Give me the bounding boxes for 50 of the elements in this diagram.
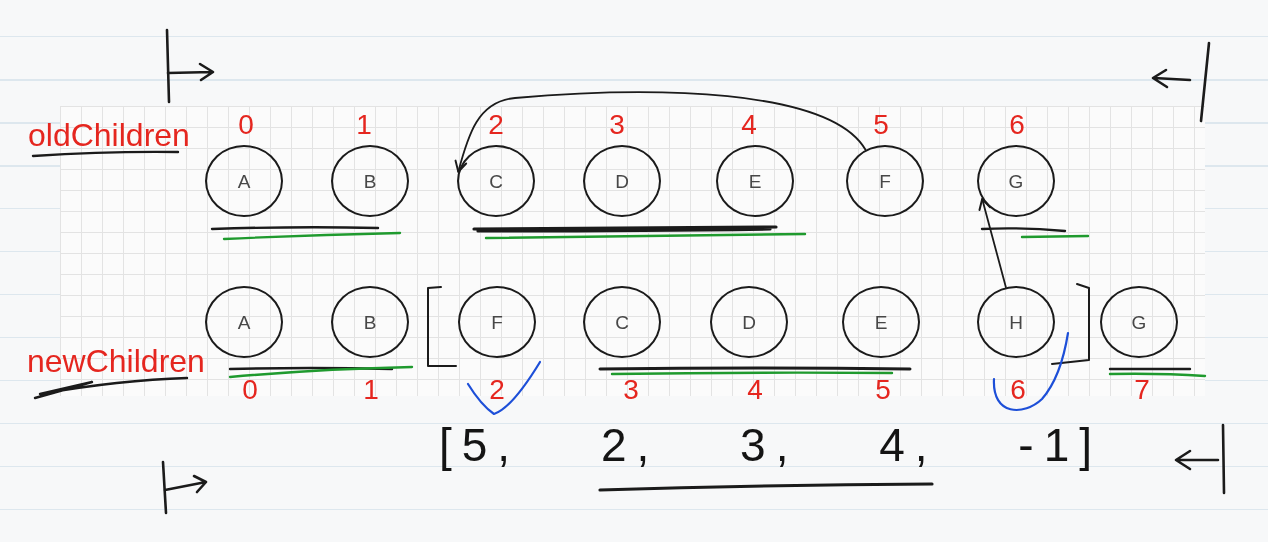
node-letter: B [363, 171, 377, 191]
index-number: 1 [356, 114, 372, 136]
arrow [454, 91, 867, 173]
node-letter: D [742, 312, 756, 332]
index-number: 5 [873, 114, 889, 136]
circle-node [716, 145, 794, 217]
node-letter: E [748, 171, 762, 191]
circle-node [331, 286, 409, 358]
node-letter: C [615, 312, 629, 332]
node-letter: D [615, 171, 629, 191]
index-number: 0 [238, 114, 254, 136]
circle-node [846, 145, 924, 217]
circle-node [331, 145, 409, 217]
array-text: [5, 2, 3, 4, -1] [439, 419, 1103, 471]
circle-node [583, 145, 661, 217]
index-number: 5 [875, 379, 891, 401]
circle-node [842, 286, 920, 358]
node-letter: C [489, 171, 503, 191]
index-number: 0 [242, 379, 258, 401]
circle-node [458, 286, 536, 358]
node-letter: A [237, 312, 251, 332]
node-letter: H [1009, 312, 1023, 332]
circle-node [457, 145, 535, 217]
index-number: 6 [1009, 114, 1025, 136]
arrow [978, 198, 1007, 289]
row-name: oldChildren [28, 117, 190, 153]
index-number: 3 [623, 379, 639, 401]
row-name: newChildren [27, 343, 205, 379]
circle-node [205, 145, 283, 217]
circle-node [583, 286, 661, 358]
node-letter: F [879, 171, 891, 191]
node-letter: A [237, 171, 251, 191]
circle-node [977, 145, 1055, 217]
node-letter: B [363, 312, 377, 332]
index-number: 4 [741, 114, 757, 136]
node-letter: G [1008, 171, 1024, 191]
index-number: 3 [609, 114, 625, 136]
index-number: 2 [488, 114, 504, 136]
index-number: 7 [1134, 379, 1150, 401]
index-number: 4 [747, 379, 763, 401]
index-number: 1 [363, 379, 379, 401]
node-letter: E [874, 312, 888, 332]
index-number: 2 [489, 379, 505, 401]
index-number: 6 [1010, 379, 1026, 401]
circle-node [1100, 286, 1178, 358]
node-letter: G [1131, 312, 1147, 332]
circle-node [977, 286, 1055, 358]
circle-node [710, 286, 788, 358]
circle-node [205, 286, 283, 358]
node-letter: F [491, 312, 503, 332]
